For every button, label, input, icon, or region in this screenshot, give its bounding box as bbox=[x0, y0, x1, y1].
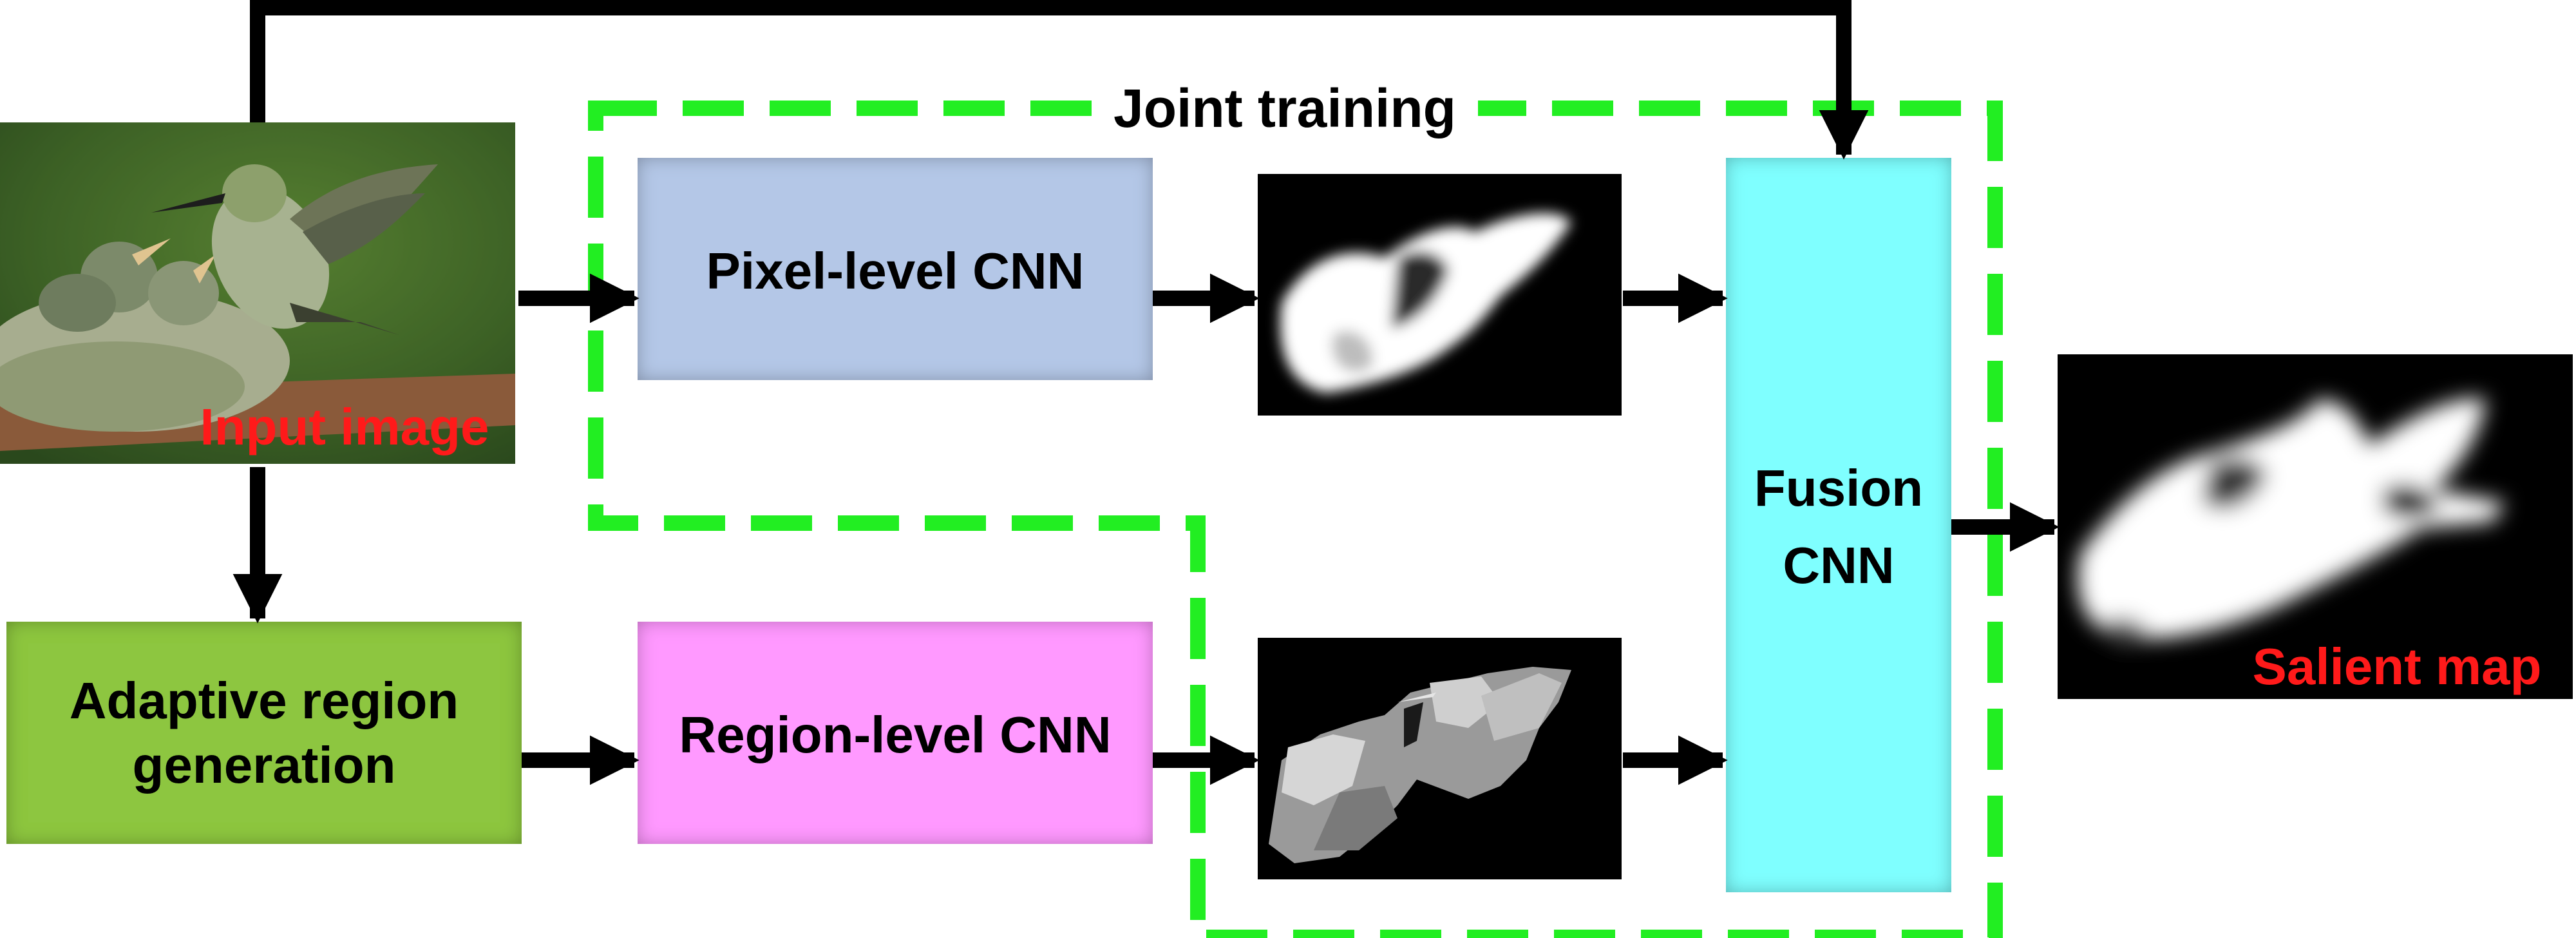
fusion-cnn-label-line1: Fusion bbox=[1754, 459, 1923, 517]
adaptive-region-generation-box: Adaptive region generation bbox=[6, 622, 522, 844]
region-level-cnn-box: Region-level CNN bbox=[638, 622, 1153, 844]
input-image: Input image bbox=[0, 122, 515, 464]
adaptive-region-label-line2: generation bbox=[133, 736, 396, 794]
input-image-caption: Input image bbox=[200, 398, 489, 455]
pixel-level-cnn-label: Pixel-level CNN bbox=[706, 242, 1084, 300]
region-level-cnn-label: Region-level CNN bbox=[679, 706, 1111, 763]
salient-map-caption: Salient map bbox=[2252, 638, 2541, 695]
pixel-saliency-map bbox=[1258, 174, 1622, 416]
pixel-level-cnn-box: Pixel-level CNN bbox=[638, 158, 1153, 380]
joint-training-boundary bbox=[588, 100, 2003, 938]
fusion-cnn-label-line2: CNN bbox=[1783, 537, 1894, 594]
adaptive-region-label-line1: Adaptive region bbox=[70, 672, 459, 729]
arrows bbox=[232, 0, 2060, 785]
fusion-cnn-box: Fusion CNN bbox=[1726, 158, 1951, 892]
joint-training-label: Joint training bbox=[1113, 78, 1456, 139]
region-saliency-map bbox=[1258, 638, 1622, 879]
salient-map: Salient map bbox=[2058, 354, 2573, 699]
arrow-input-to-fusion bbox=[250, 0, 1869, 160]
